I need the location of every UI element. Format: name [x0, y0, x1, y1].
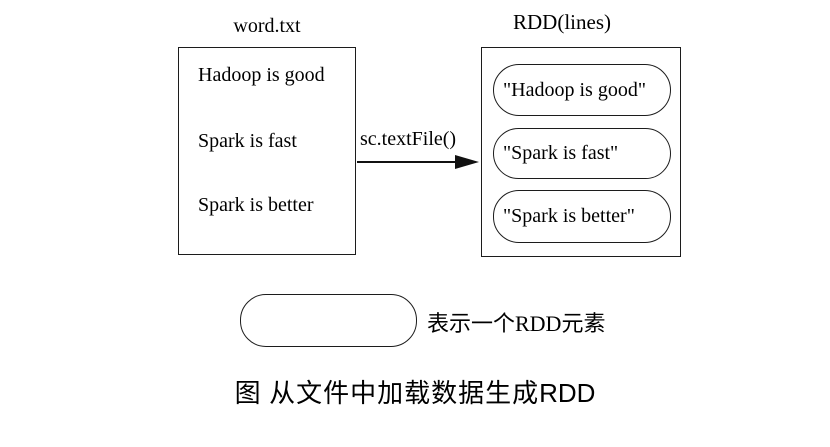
rdd-element-2: "Spark is fast" [493, 128, 671, 179]
legend-label: 表示一个RDD元素 [427, 311, 606, 336]
figure-caption-en: RDD [539, 378, 596, 408]
legend-pill [240, 294, 417, 347]
arrow-head-icon [455, 155, 479, 169]
arrow-label: sc.textFile() [360, 128, 457, 150]
figure-caption-cn: 图 从文件中加载数据生成 [234, 379, 540, 408]
rdd-box: "Hadoop is good" "Spark is fast" "Spark … [481, 47, 681, 257]
rdd-element-1: "Hadoop is good" [493, 64, 671, 116]
figure-caption: 图 从文件中加载数据生成RDD [0, 373, 830, 410]
rdd-box-title: RDD(lines) [513, 10, 611, 34]
file-line-2: Spark is fast [198, 130, 297, 152]
file-line-1: Hadoop is good [198, 64, 325, 86]
rdd-element-3-label: "Spark is better" [503, 205, 635, 227]
arrow-line [357, 161, 457, 163]
rdd-element-2-label: "Spark is fast" [503, 142, 619, 164]
file-box-title: word.txt [233, 15, 301, 37]
file-box: Hadoop is good Spark is fast Spark is be… [178, 47, 356, 255]
rdd-element-3: "Spark is better" [493, 190, 671, 243]
file-line-3: Spark is better [198, 194, 314, 216]
rdd-element-1-label: "Hadoop is good" [503, 78, 646, 101]
